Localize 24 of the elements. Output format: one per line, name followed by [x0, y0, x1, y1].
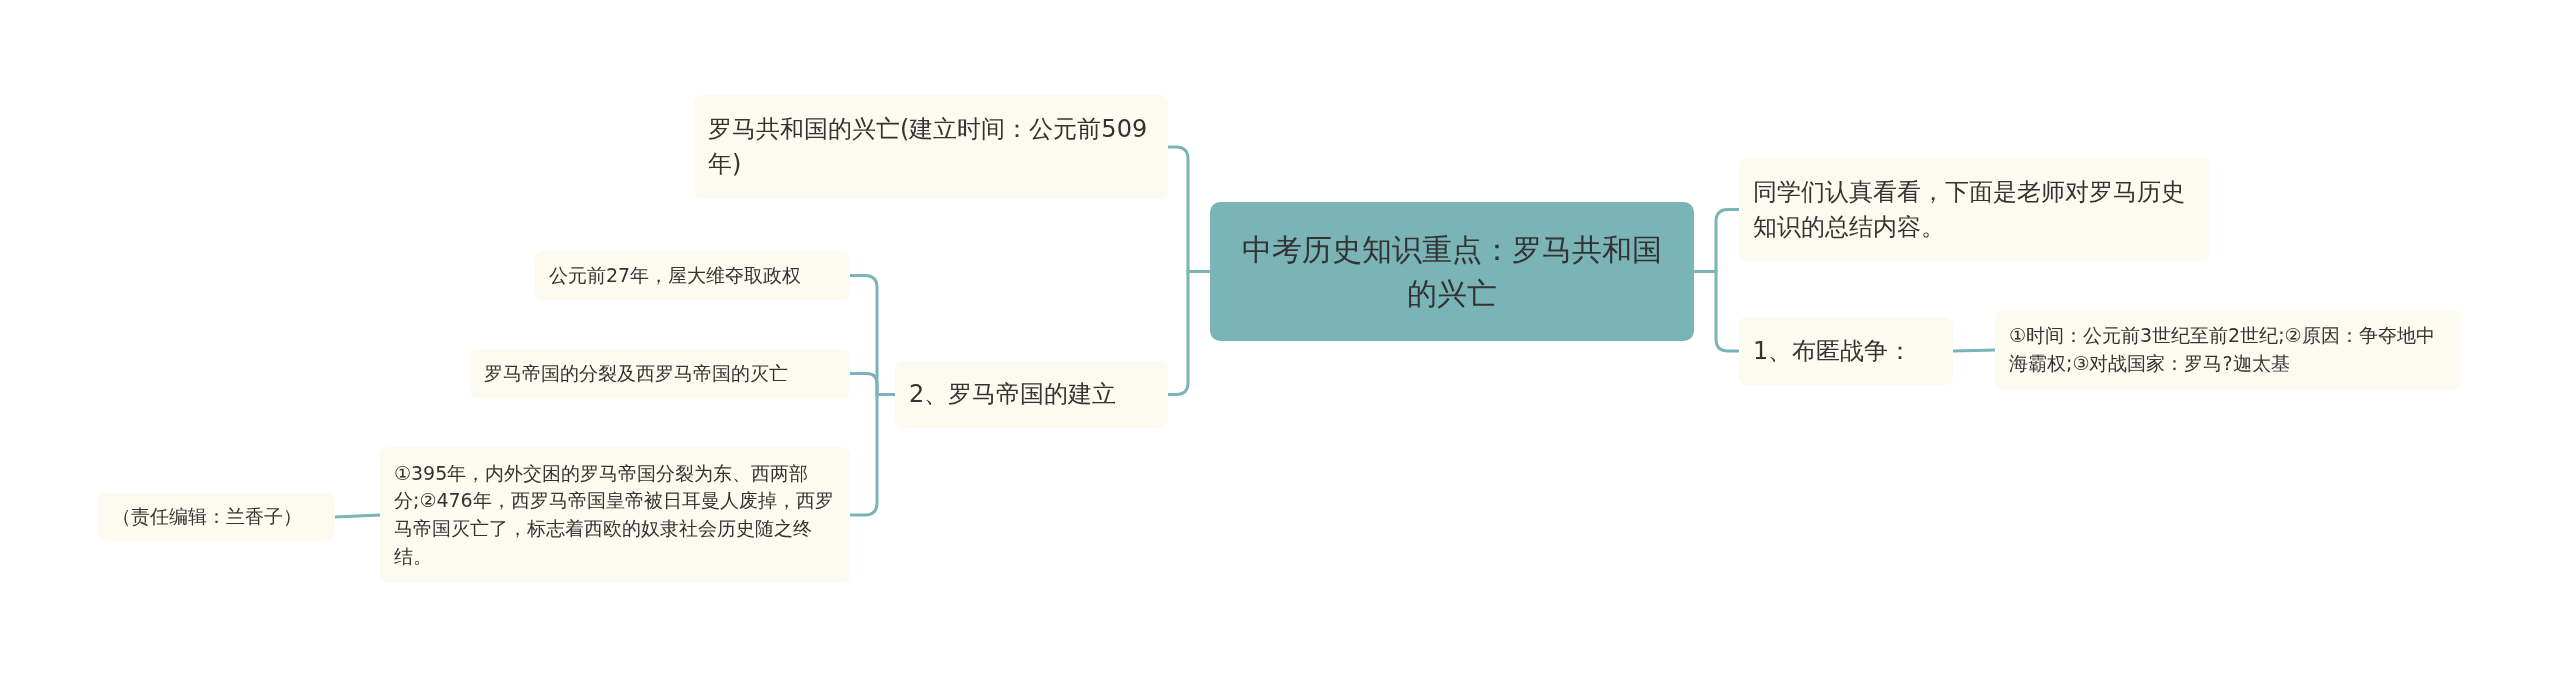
topic-text: 同学们认真看看，下面是老师对罗马历史知识的总结内容。	[1753, 176, 2186, 243]
topic-box	[1739, 158, 2210, 261]
connector-line	[334, 513, 381, 519]
topic-text: 罗马帝国的分裂及西罗马帝国的灭亡	[484, 360, 788, 386]
topic-box	[895, 361, 1168, 428]
connector-line	[1168, 270, 1210, 396]
connector-line	[1952, 348, 1996, 353]
topic-text: 罗马共和国的兴亡(建立时间：公元前509年)	[708, 114, 1149, 180]
topic-text: ①时间：公元前3世纪至前2世纪;②原因：争夺地中海霸权;③对战国家：罗马?迦太基	[2009, 323, 2436, 376]
topic-text: （责任编辑：兰香子）	[112, 504, 302, 530]
central-topic	[1210, 202, 1694, 341]
topic-text: 公元前27年，屋大维夺取政权	[549, 262, 802, 288]
topic-box	[1995, 310, 2461, 390]
topic-box	[380, 447, 850, 583]
topic-box	[535, 251, 850, 300]
connector-line	[1694, 270, 1739, 353]
topic-text: 2、罗马帝国的建立	[909, 379, 1117, 411]
topic-text: 中考历史知识重点：罗马共和国的兴亡	[1241, 231, 1663, 313]
topic-box	[1739, 317, 1953, 385]
topic-box	[694, 95, 1168, 199]
topic-box	[98, 493, 335, 541]
topic-text: ①395年，内外交困的罗马帝国分裂为东、西两部分;②476年，西罗马帝国皇帝被日耳曼人废掉，西罗马帝国灭亡了，标志着西欧的奴隶社会历史随之终结。	[394, 460, 835, 569]
topic-text: 1、布匿战争：	[1753, 335, 1913, 367]
topic-box	[470, 349, 850, 398]
